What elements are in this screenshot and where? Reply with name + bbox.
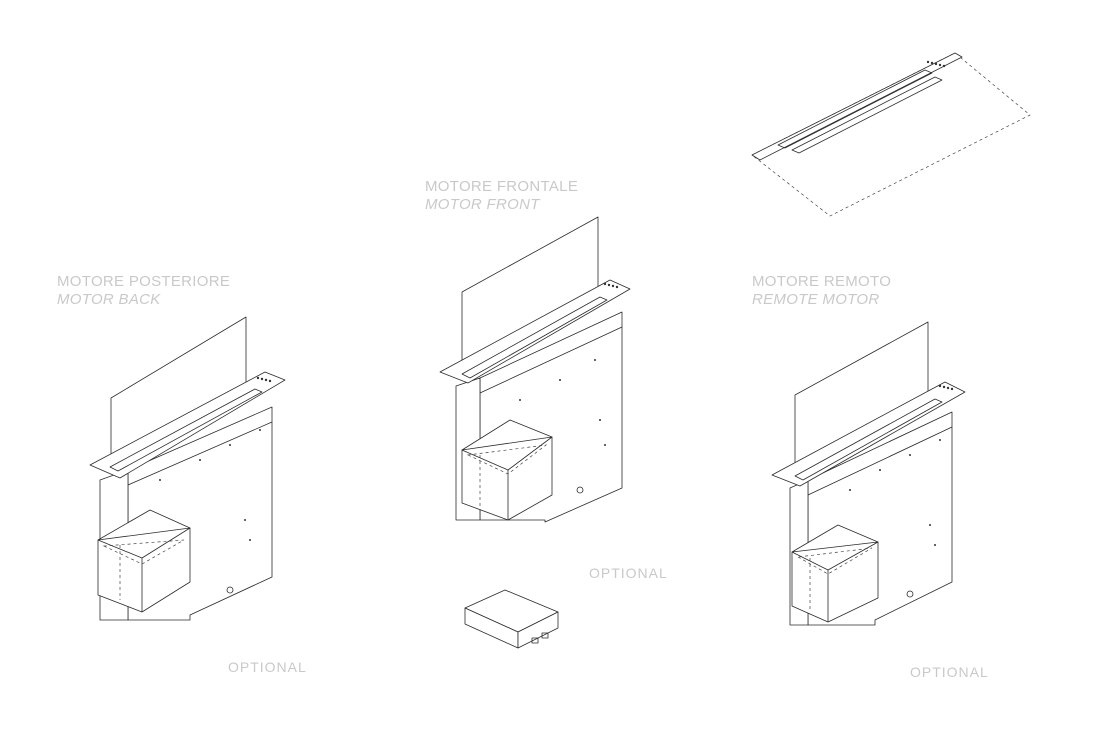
label-remote-motor: MOTORE REMOTO REMOTE MOTOR <box>752 273 891 309</box>
label-motor-back: MOTORE POSTERIORE MOTOR BACK <box>57 273 230 309</box>
label-motor-front-title: MOTORE FRONTALE <box>425 178 579 195</box>
label-motor-front: MOTORE FRONTALE MOTOR FRONT <box>425 178 578 214</box>
remote-top-plate <box>771 381 966 487</box>
optional-label-front: OPTIONAL <box>589 565 668 581</box>
control-box-drawing <box>464 589 559 649</box>
optional-label-back: OPTIONAL <box>228 659 307 675</box>
label-motor-front-subtitle: MOTOR FRONT <box>425 196 540 213</box>
label-motor-back-subtitle: MOTOR BACK <box>57 291 161 308</box>
unit-remote-motor-drawing <box>771 321 966 626</box>
unit-motor-back-drawing <box>89 316 286 621</box>
optional-label-remote: OPTIONAL <box>910 664 989 680</box>
unit-motor-front-drawing <box>439 216 631 523</box>
remote-plate-drawing <box>751 52 1031 217</box>
label-motor-back-title: MOTORE POSTERIORE <box>57 273 231 290</box>
motor-box <box>97 509 191 613</box>
label-remote-motor-title: MOTORE REMOTO <box>752 273 892 290</box>
label-remote-motor-subtitle: REMOTE MOTOR <box>752 291 880 308</box>
front-top-plate <box>439 279 631 384</box>
control-box-side <box>517 611 559 649</box>
plate-edge <box>751 52 963 161</box>
